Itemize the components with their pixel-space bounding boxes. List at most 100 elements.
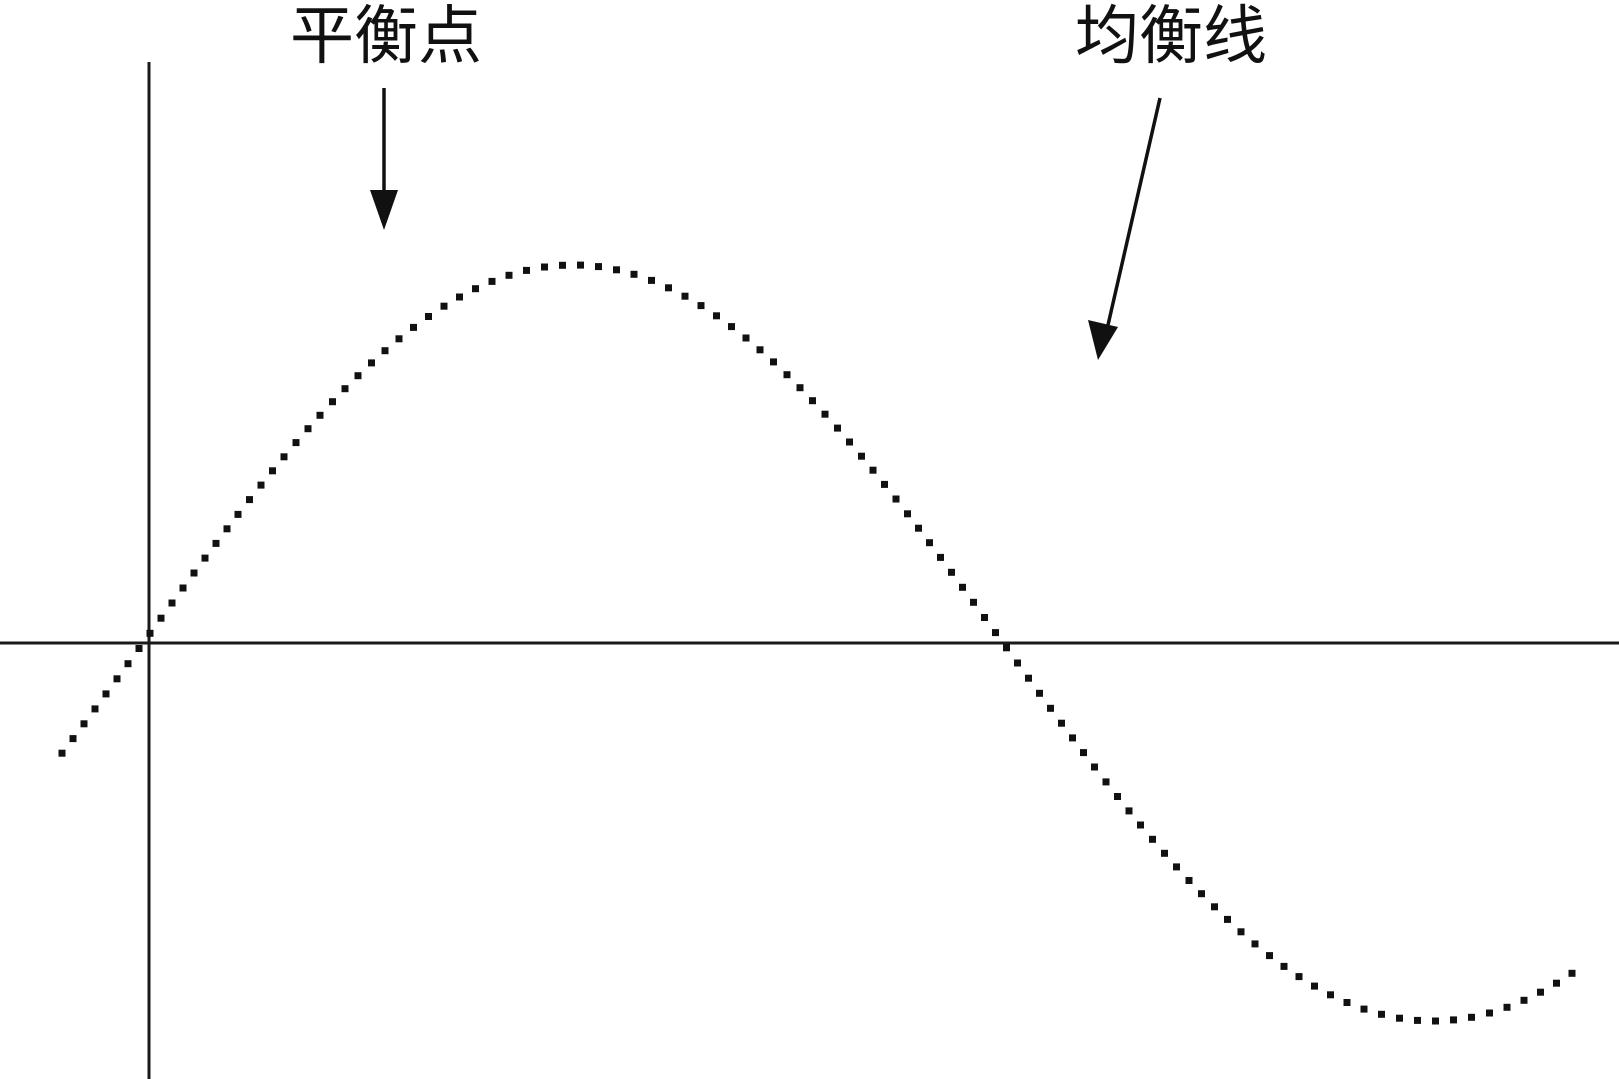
wave-dot — [869, 466, 877, 474]
wave-dot — [269, 467, 276, 475]
wave-dot — [1360, 1005, 1368, 1013]
wave-dot — [630, 270, 638, 278]
wave-dot — [728, 323, 735, 331]
wave-dot — [1537, 988, 1544, 996]
wave-dot — [488, 277, 496, 285]
wave-dot — [1486, 1009, 1493, 1017]
wave-dot — [368, 359, 375, 367]
wave-dot — [970, 598, 977, 606]
wave-dot — [1185, 877, 1193, 884]
wave-dot — [846, 438, 853, 446]
wave-dot — [280, 453, 288, 461]
wave-dot — [937, 553, 944, 561]
wave-dot — [713, 312, 720, 320]
wave-dot — [1237, 928, 1245, 936]
wave-dot — [316, 411, 324, 419]
wave-dot — [904, 510, 911, 518]
wave-dot — [1468, 1013, 1475, 1021]
wave-dot — [1520, 996, 1528, 1004]
wave-dot — [1091, 763, 1098, 771]
equilibrium-line-arrow-shaft — [1106, 97, 1162, 326]
wave-dot — [595, 263, 602, 271]
wave-dot — [212, 539, 220, 547]
wave-dot — [102, 690, 110, 698]
wave-dot — [948, 568, 955, 576]
wave-dot — [858, 452, 865, 460]
wave-dot — [1102, 778, 1110, 786]
wave-dot — [257, 481, 265, 489]
wave-dot — [821, 410, 829, 418]
wave-dot — [1036, 689, 1043, 697]
wave-dot — [681, 292, 689, 300]
wave-dot — [742, 334, 750, 342]
wave-dot — [915, 524, 922, 532]
wave-dot — [91, 705, 99, 713]
wave-dot — [124, 660, 132, 668]
wave-dot — [179, 584, 187, 592]
wave-dot — [80, 720, 88, 728]
wave-dot — [783, 371, 791, 379]
wave-dot — [1266, 952, 1273, 960]
wave-dot — [1503, 1003, 1511, 1011]
wave-dot — [1251, 940, 1259, 948]
wave-dot — [58, 749, 66, 757]
wave-dot — [1311, 982, 1318, 990]
wave-dot — [796, 384, 804, 392]
wave-dot — [505, 271, 513, 279]
wave-dot — [1198, 890, 1205, 898]
wave-dot — [201, 554, 209, 562]
wave-dot — [523, 266, 530, 274]
wave-dot — [1161, 849, 1168, 857]
wave-dot — [425, 313, 432, 320]
wave-dot — [1568, 969, 1576, 977]
wave-dot — [881, 480, 888, 488]
wave-dot — [665, 284, 672, 292]
wave-dot — [410, 323, 417, 331]
wave-dot — [395, 335, 403, 343]
equilibrium-line-label: 均衡线 — [1075, 0, 1267, 74]
wave-dot — [1378, 1010, 1385, 1018]
wave-dot — [770, 358, 777, 366]
wave-dot — [1327, 991, 1334, 999]
wave-dot — [697, 302, 705, 310]
wave-dot — [992, 629, 999, 637]
wave-dot — [246, 496, 253, 504]
wave-dot — [1080, 749, 1087, 757]
wave-dot — [1396, 1014, 1403, 1022]
wave-dot — [541, 263, 548, 271]
wave-dot — [472, 285, 479, 293]
wave-dot — [959, 583, 966, 591]
equilibrium-point-label: 平衡点 — [290, 0, 482, 74]
wave-dot — [440, 302, 448, 310]
wave-dot — [1058, 719, 1065, 727]
wave-dot — [1224, 915, 1231, 923]
wave-dot — [892, 495, 900, 503]
wave-dot — [234, 510, 242, 518]
wave-dot — [1137, 821, 1144, 829]
wave-dot — [1280, 962, 1288, 970]
wave-dot — [1069, 734, 1076, 742]
wave-dot — [577, 261, 584, 269]
wave-dot — [1173, 863, 1180, 871]
wave-dot — [809, 397, 816, 405]
wave-dot — [223, 525, 231, 533]
wave-dot — [329, 398, 336, 406]
wave-dot — [648, 276, 655, 284]
wave-dot — [1343, 999, 1351, 1006]
wave-dot — [1432, 1017, 1439, 1025]
equilibrium-line-arrow-head — [1088, 320, 1118, 360]
wave-dot — [756, 346, 764, 354]
wave-dot — [304, 425, 312, 433]
wave-dot — [168, 599, 176, 607]
wave-dot — [146, 629, 154, 637]
wave-dot — [1553, 979, 1560, 987]
wave-dot — [1414, 1016, 1421, 1024]
wave-dot — [190, 569, 198, 577]
wave-dot — [1114, 793, 1121, 800]
wave-dot — [157, 614, 165, 622]
wave-dot — [559, 261, 566, 269]
wave-dot — [354, 372, 362, 380]
wave-dot — [1149, 835, 1156, 843]
wave-dot — [1047, 704, 1054, 712]
